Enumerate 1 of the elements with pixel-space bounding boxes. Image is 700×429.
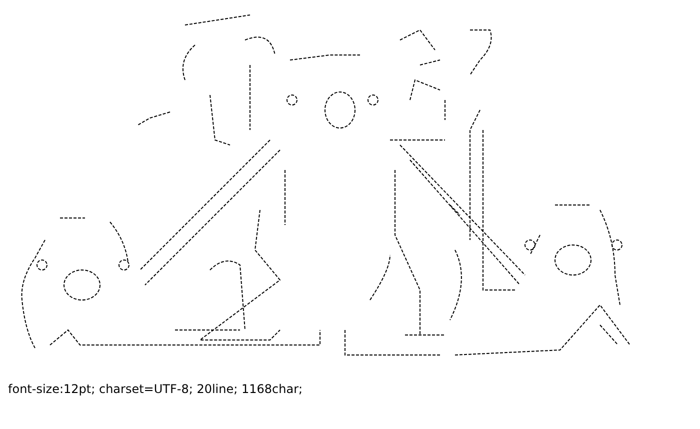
note-text: font-size:12pt; charset=UTF-8; 20line; 1168char; [8,382,303,396]
